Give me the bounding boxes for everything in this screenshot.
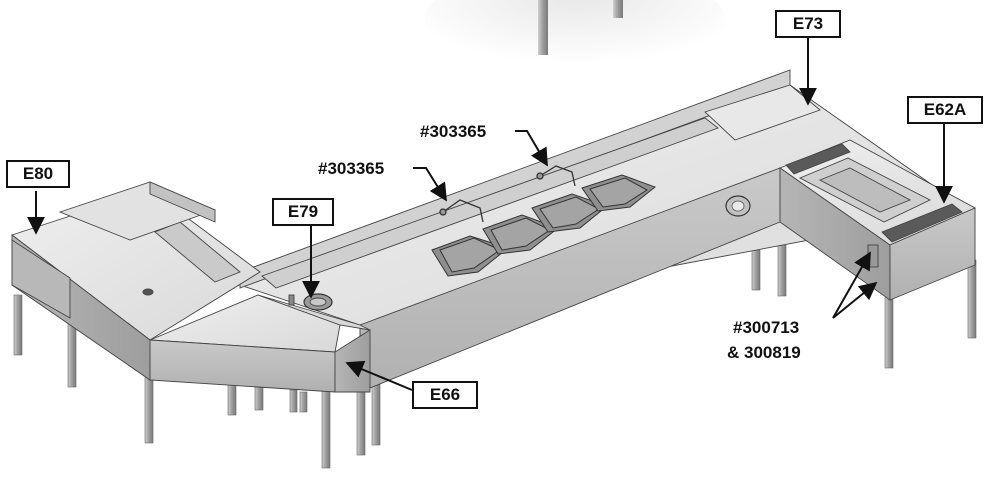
right-unit bbox=[779, 139, 977, 301]
callout-arrows bbox=[27, 36, 953, 391]
label-part-303365-left: #303365 bbox=[318, 159, 385, 178]
background-unit bbox=[425, 0, 725, 75]
label-e80: E80 bbox=[6, 160, 70, 188]
label-e62a: E62A bbox=[907, 96, 983, 124]
drain-fitting bbox=[725, 195, 751, 217]
label-part-300713-line1: #300713 bbox=[733, 318, 800, 337]
label-e79: E79 bbox=[272, 198, 334, 226]
faucets bbox=[439, 165, 576, 223]
label-part-303365-right: #303365 bbox=[420, 122, 487, 141]
label-part-300713-line2: & 300819 bbox=[727, 343, 801, 362]
left-section bbox=[11, 181, 371, 393]
label-e66: E66 bbox=[412, 381, 478, 409]
sink-compartments bbox=[431, 174, 657, 277]
label-e73: E73 bbox=[775, 10, 841, 38]
